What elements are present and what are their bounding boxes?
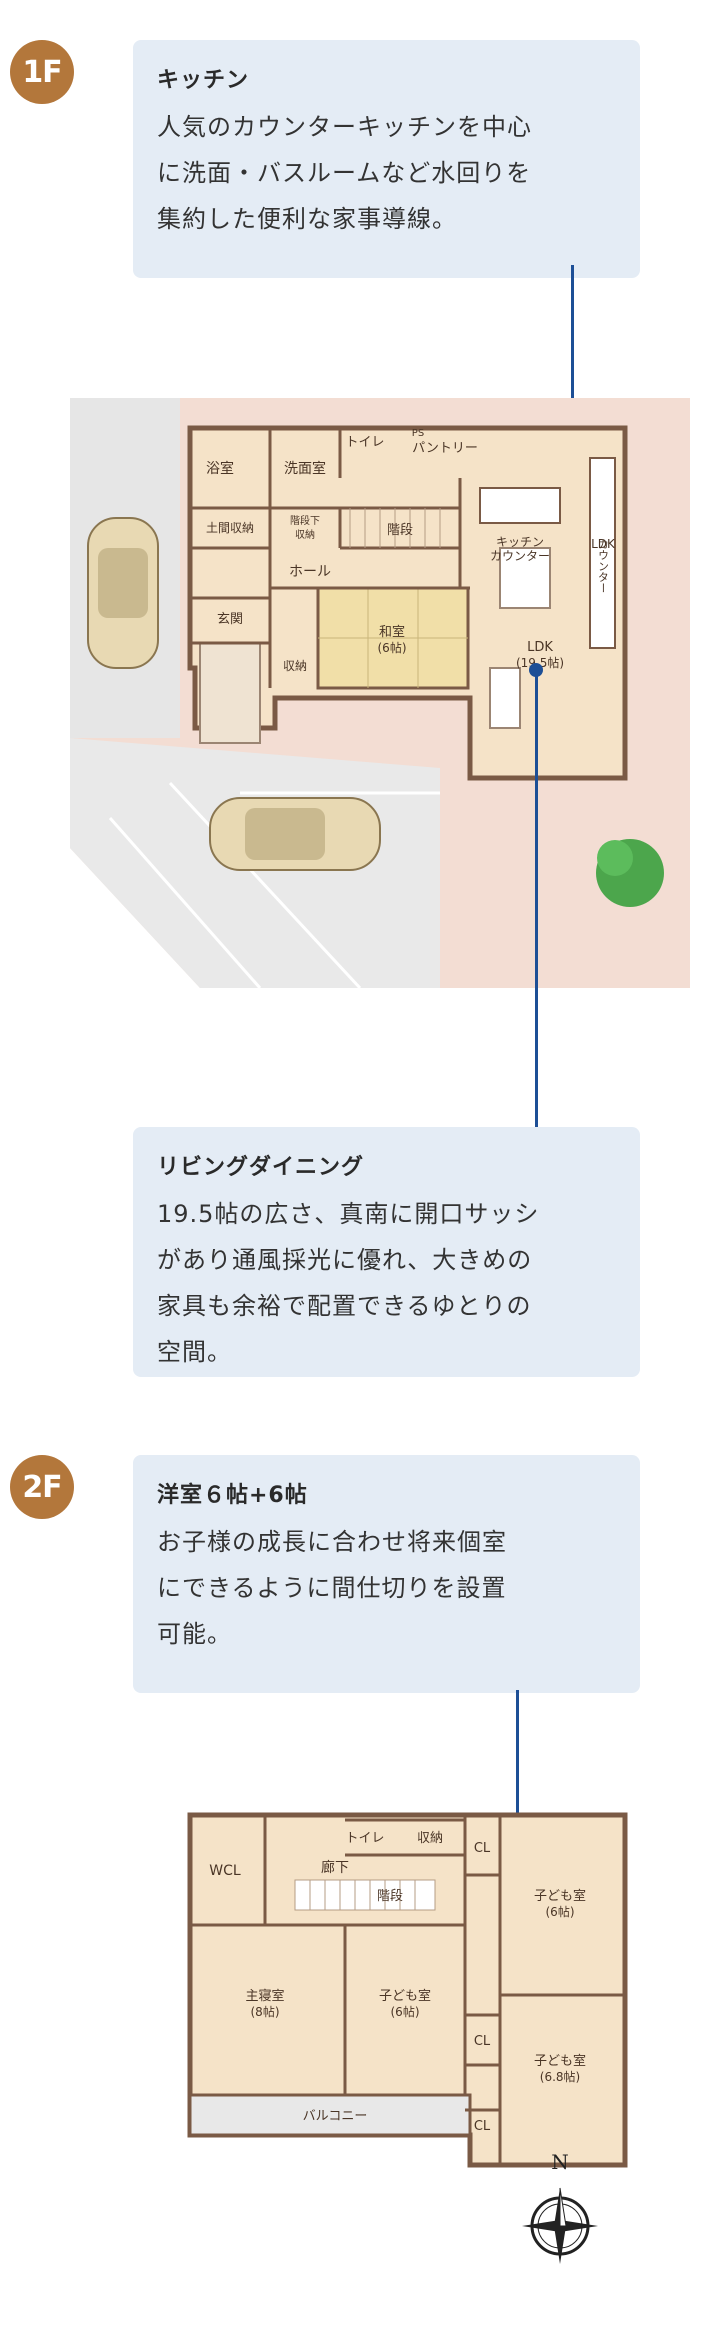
room-label-cl-3: CL [474,2119,491,2134]
living-leader-line [535,668,538,1130]
room-label-master-1: 主寝室 [245,1988,284,2004]
room-label-kids-c-2: (6.8帖) [540,2069,580,2084]
kitchen-card-title: キッチン [157,68,250,93]
floor-badge-2f: 2F [10,1455,74,1519]
kitchen-leader-line [571,265,574,513]
car-icon [87,517,159,669]
room-card: 洋室６帖+6帖 お子様の成長に合わせ将来個室 にできるように間仕切りを設置 可能… [133,1455,640,1693]
room-label-ldk-counter-1: LDK [591,537,616,551]
room-label-toilet-2f: トイレ [345,1831,384,1846]
room-label-kids-a-2: (6帖) [546,1904,575,1919]
room-label-pantry: パントリー [412,441,478,456]
room-label-storage-2f: 収納 [417,1831,443,1846]
floor-plan-1f: 浴室 洗面室 トイレ PS パントリー 土間収納 階段下 収納 階段 キッチン … [70,398,690,988]
room-label-japanese-2: (6帖) [378,640,407,655]
room-label-ldk-2: (19.5帖) [516,655,564,670]
room-label-ps: PS [412,428,424,439]
room-label-storage: 収納 [283,659,307,673]
room-label-kids-b-2: (6帖) [391,2004,420,2019]
room-label-master-2: (8帖) [251,2004,280,2019]
sofa [489,667,521,729]
room-label-under-stairs-2: 収納 [295,528,315,541]
room-card-title: 洋室６帖+6帖 [157,1483,308,1508]
room-label-washroom: 洗面室 [284,460,326,477]
room-label-kids-a-1: 子ども室 [534,1888,586,1904]
compass: N [520,2150,600,2280]
kitchen-counter [479,487,561,524]
room-label-balcony: バルコニー [303,2109,368,2124]
compass-north-label: N [551,2150,569,2174]
room-label-under-stairs-1: 階段下 [290,514,320,527]
room-card-text: お子様の成長に合わせ将来個室 にできるように間仕切りを設置 可能。 [157,1528,507,1648]
room-label-ldk-counter-2: カウンター [597,538,610,593]
room-label-kids-c-1: 子ども室 [534,2053,586,2069]
room-label-corridor: 廊下 [321,1859,349,1876]
floor-plan-2f: WCL トイレ 収納 廊下 階段 CL CL CL 子ども室 (6帖) 子ども室… [187,1812,628,2168]
room-label-cl-2: CL [474,2034,491,2049]
room-label-kids-b-1: 子ども室 [379,1988,431,2004]
room-label-doma-storage: 土間収納 [206,521,254,535]
room-label-wcl: WCL [209,1863,241,1879]
kitchen-card: キッチン 人気のカウンターキッチンを中心 に洗面・バスルームなど水回りを 集約し… [133,40,640,278]
room-label-hall: ホール [289,564,331,580]
room-label-japanese-1: 和室 [379,624,405,640]
car-icon [209,797,381,871]
room-label-toilet: トイレ [345,435,384,450]
living-card: リビングダイニング 19.5帖の広さ、真南に開口サッシ があり通風採光に優れ、大… [133,1127,640,1377]
room-label-cl-1: CL [474,1841,491,1856]
room-label-kitchen-counter-1: キッチン [496,535,544,549]
dining-table [499,547,551,609]
ldk-counter [589,457,616,649]
room-label-stairs-2f: 階段 [377,1889,403,1904]
kitchen-card-text: 人気のカウンターキッチンを中心 に洗面・バスルームなど水回りを 集約した便利な家… [157,113,532,233]
floor-badge-1f: 1F [10,40,74,104]
balcony [188,2093,472,2137]
compass-rose-icon [522,2187,598,2264]
room-label-ldk-1: LDK [527,640,553,655]
room-label-stairs: 階段 [387,523,413,538]
room-label-entrance: 玄関 [217,612,243,627]
living-card-title: リビングダイニング [157,1155,365,1180]
room-label-kitchen-counter-2: カウンター [490,549,550,563]
room-label-bath: 浴室 [206,460,234,477]
living-card-text: 19.5帖の広さ、真南に開口サッシ があり通風採光に優れ、大きめの 家具も余裕で… [157,1200,540,1366]
